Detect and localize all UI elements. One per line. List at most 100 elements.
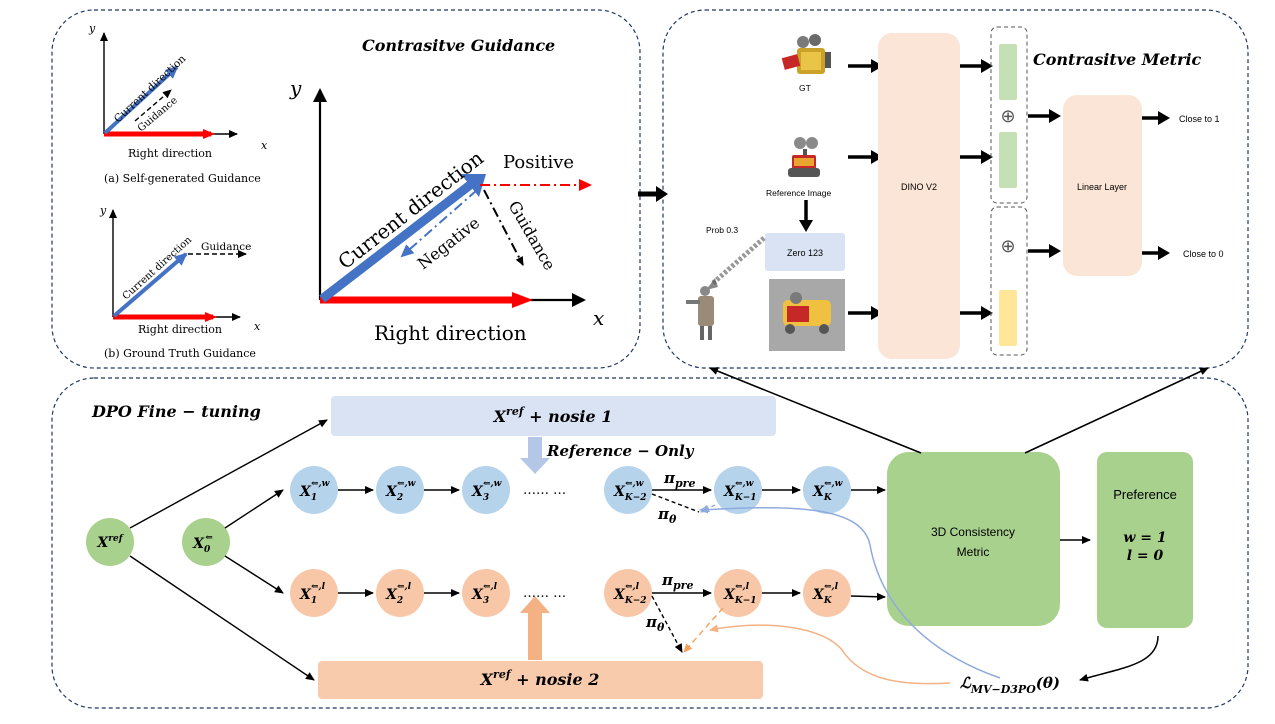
win-node-base-4: X [723, 484, 736, 500]
node-x0 [182, 518, 230, 566]
win-node-sup-1: ⇐,w [397, 479, 416, 489]
win-node-sub-0: 1 [311, 493, 317, 503]
zero123-box [765, 233, 845, 271]
loss-tail: (θ) [1036, 674, 1060, 692]
lose-node-sup-3: ⇐,l [625, 582, 640, 592]
win-node-1 [290, 466, 338, 514]
dino-v2-label: DINO V2 [901, 182, 937, 192]
preference-title: Preference [1113, 487, 1177, 502]
lose-node-sub-0: 1 [311, 596, 317, 606]
concat-symbol-bottom: ⊕ [1000, 236, 1015, 256]
main-guidance-diagram: y x Current direction Positive Negative … [289, 76, 604, 345]
noise1-tail: + nosie 1 [524, 407, 613, 426]
pi-theta-lose-sub: θ [657, 621, 665, 634]
win-node-base-5: X [812, 484, 825, 500]
loss-label: ℒMV−D3PO(θ) [960, 674, 1060, 696]
win-node-sup-2: ⇐,w [483, 479, 502, 489]
feature-group-bottom [990, 206, 1028, 356]
noise1-bar [331, 396, 776, 436]
main-current-arrow [319, 181, 473, 303]
win-node-3 [462, 466, 510, 514]
lose-node-sub-2: 3 [483, 596, 489, 606]
reference-only-label: Reference − Only [546, 442, 695, 460]
lose-node-k-1 [714, 569, 762, 617]
close-to-1-label: Close to 1 [1179, 114, 1220, 124]
lose-node-3 [462, 569, 510, 617]
lose-node-base-1: X [385, 587, 398, 603]
panel-a-y-label: y [88, 22, 96, 35]
alternate-figure-image [686, 286, 714, 340]
noise1-label: Xref + nosie 1 [493, 405, 613, 426]
x0-base: X [192, 536, 205, 552]
lose-node-sup-4: ⇐,l [735, 582, 750, 592]
lose-node-base-5: X [812, 587, 825, 603]
feature-bar-gt [999, 44, 1017, 100]
lose-node-sub-5: K [823, 596, 833, 606]
win-node-k-1 [714, 466, 762, 514]
win-node-2 [376, 466, 424, 514]
x-ref-sup: ref [108, 534, 124, 544]
noise2-label: Xref + nosie 2 [480, 668, 600, 689]
main-current-label: Current direction [333, 146, 488, 274]
pi-theta-win-base: π [657, 505, 670, 523]
win-node-sup-3: ⇐,w [625, 479, 644, 489]
panel-a-right-label: Right direction [128, 147, 212, 160]
lose-node-base-0: X [299, 587, 312, 603]
win-node-label-0: X1 [299, 484, 317, 503]
win-node-sub-2: 3 [483, 493, 489, 503]
preference-w: w = 1 [1123, 530, 1166, 546]
pi-pre-lose-base: π [661, 571, 674, 589]
main-positive-label: Positive [503, 152, 574, 173]
lose-node-label-4: XK−1 [723, 587, 757, 606]
win-node-sub-5: K [823, 493, 833, 503]
lose-node-sup-5: ⇐,l [824, 582, 839, 592]
panel-a-self-generated: y x Current direction Guidance Right dir… [88, 22, 268, 185]
consistency-metric-line2: Metric [957, 545, 990, 559]
feature-bar-ref [999, 132, 1017, 188]
pi-theta-win: πθ [657, 505, 677, 526]
lose-node-2 [376, 569, 424, 617]
panel-a-current-arrow [103, 65, 179, 135]
panel-a-caption: (a) Self-generated Guidance [104, 172, 261, 185]
lose-node-sub-1: 2 [396, 596, 403, 606]
panel-b-current-arrow [112, 252, 188, 318]
close-to-0-label: Close to 0 [1183, 249, 1224, 259]
pi-theta-lose: πθ [645, 613, 665, 634]
preference-l: l = 0 [1127, 548, 1164, 564]
loss-base: ℒ [960, 674, 972, 692]
lose-node-sup-0: ⇐,l [311, 582, 326, 592]
panel-b-current-label: Current direction [121, 234, 195, 302]
panel-b-ground-truth: y x Current direction Guidance Right dir… [99, 204, 261, 360]
preference-box [1097, 452, 1193, 628]
pi-theta-lose-base: π [645, 613, 658, 631]
preference-to-loss-curve [1079, 635, 1159, 682]
lose-node-label-2: X3 [471, 587, 489, 606]
win-node-sup-0: ⇐,w [311, 479, 330, 489]
noise2-sup: ref [493, 668, 513, 681]
win-node-base-0: X [299, 484, 312, 500]
pi-theta-win-sub: θ [669, 513, 677, 526]
win-node-k-2 [604, 466, 652, 514]
consistency-metric-box [887, 452, 1060, 626]
loss-to-win-curve [699, 505, 1001, 679]
node-x0-label: X0⇐ [192, 533, 213, 555]
x0-sub: 0 [204, 545, 211, 555]
win-node-label-4: XK−1 [723, 484, 757, 503]
main-negative-arrow [400, 189, 478, 258]
lose-node-label-1: X2 [385, 587, 403, 606]
guidance-title: Contrasitve Guidance [362, 36, 555, 55]
panel-b-y-label: y [99, 204, 107, 217]
lose-node-label-0: X1 [299, 587, 317, 606]
reference-label: Reference Image [766, 188, 831, 198]
zero123-label: Zero 123 [787, 248, 823, 258]
linear-layer-label: Linear Layer [1077, 182, 1127, 192]
win-node-sub-4: K−1 [734, 493, 757, 503]
panel-b-x-label: x [254, 320, 261, 333]
dino-v2-box [878, 33, 960, 359]
win-node-base-2: X [471, 484, 484, 500]
lose-node-k-2 [604, 569, 652, 617]
concat-symbol-top: ⊕ [1000, 106, 1015, 126]
prob-label: Prob 0.3 [706, 225, 738, 235]
